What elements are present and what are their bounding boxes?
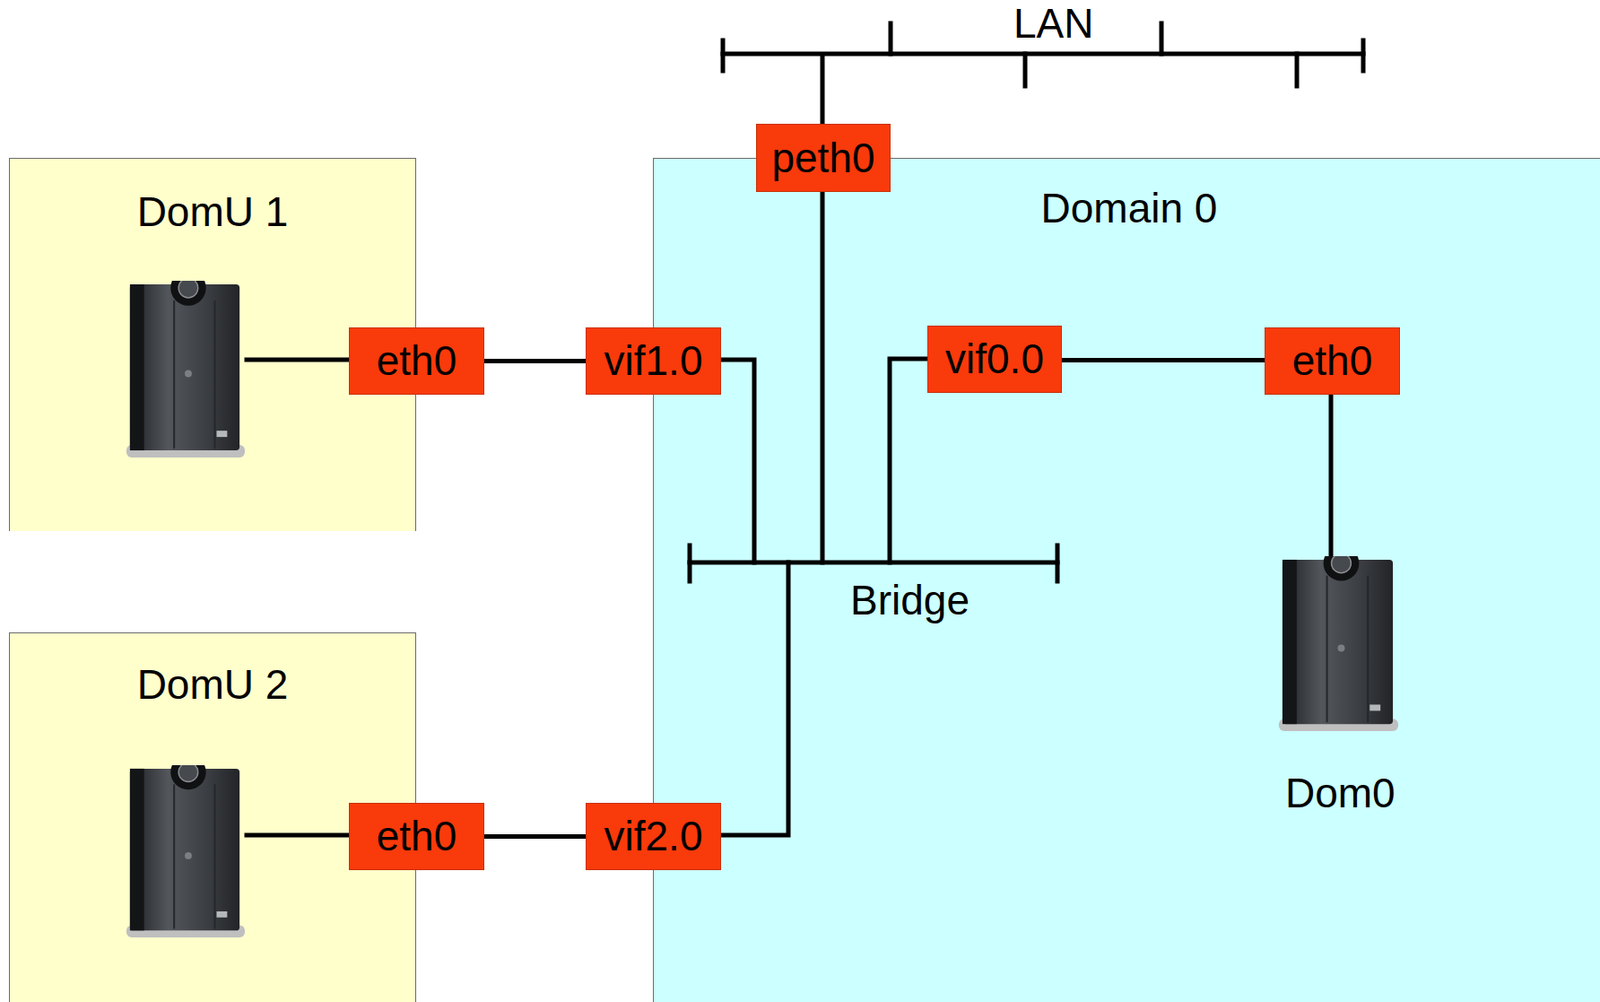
interface-box: eth0 [1264, 327, 1400, 395]
domain-heading-row: DomU 2 [0, 660, 437, 709]
server-icon [1278, 545, 1399, 731]
link-line [484, 834, 586, 839]
domain-region: DomU 2eth0 [8, 632, 417, 1002]
link-line [1061, 357, 1265, 363]
domain-heading: DomU 2 [137, 660, 289, 708]
interface-label: peth0 [771, 134, 875, 183]
interface-box: vif1.0 [585, 327, 722, 395]
domain-heading-row: DomU 1 [0, 188, 437, 236]
wire [246, 23, 1364, 835]
domain-region: DomU 1eth0 [8, 157, 417, 531]
domain-heading: Domain 0 [1041, 184, 1218, 232]
interface-label: vif1.0 [604, 337, 704, 385]
interface-label: eth0 [376, 337, 458, 385]
domain-heading: DomU 1 [137, 188, 289, 235]
label-holder: Bridge [850, 579, 970, 621]
bridge-label: Bridge [850, 576, 970, 624]
interface-box: peth0 [756, 123, 891, 192]
interface-label: eth0 [1292, 337, 1374, 385]
label-holder: LAN [1013, 2, 1094, 44]
domain-region: Domain 0peth0vif1.0vif0.0eth0vif2.0 [652, 157, 1600, 1002]
link-line [484, 358, 586, 364]
interface-label: vif0.0 [945, 335, 1044, 383]
interface-box: vif2.0 [585, 802, 722, 870]
interface-box: eth0 [348, 802, 485, 870]
network-label: LAN [1013, 0, 1094, 47]
label-holder: Dom0 [1285, 772, 1396, 814]
domain-heading-row: Domain 0 [904, 184, 1354, 233]
interface-box: eth0 [348, 327, 485, 395]
host-label: Dom0 [1285, 769, 1396, 817]
server-icon [126, 754, 245, 938]
interface-label: eth0 [376, 812, 458, 861]
interface-label: vif2.0 [604, 812, 704, 861]
server-icon [126, 269, 245, 458]
interface-box: vif0.0 [927, 325, 1062, 393]
